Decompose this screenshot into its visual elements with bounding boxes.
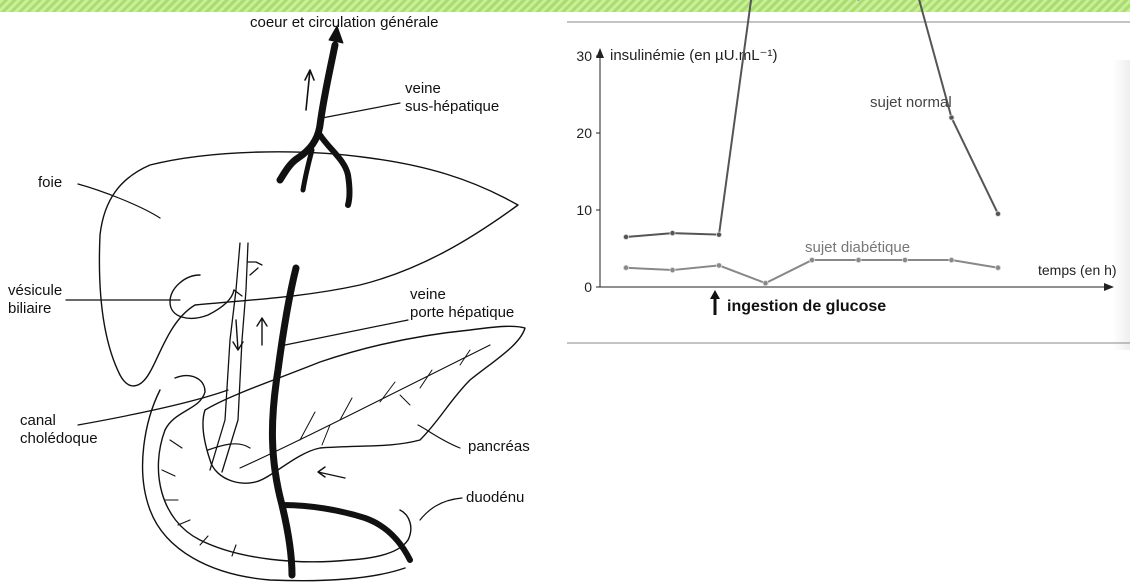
series-point-0 [670,231,675,236]
series-point-0 [623,234,628,239]
y-tick-label: 20 [576,125,592,141]
series-label-0: sujet normal [870,94,952,111]
series-point-1 [670,267,675,272]
series-point-0 [995,211,1000,216]
series-point-1 [995,265,1000,270]
series-point-1 [716,263,721,268]
series-point-1 [809,257,814,262]
series-line-0 [626,0,998,237]
series-point-0 [856,0,861,1]
series-line-1 [626,260,998,283]
series-point-1 [623,265,628,270]
series-point-0 [716,232,721,237]
x-axis-arrow [1104,283,1114,291]
y-tick-label: 0 [584,279,592,295]
y-axis-label: insulinémie (en µU.mL⁻¹) [610,47,777,64]
event-arrow-head [710,290,720,299]
series-point-1 [763,281,768,286]
y-tick-label: 30 [576,48,592,64]
event-label: ingestion de glucose [727,298,886,315]
series-point-1 [902,257,907,262]
series-point-1 [949,257,954,262]
x-axis-label: temps (en h) [1038,262,1117,278]
series-point-0 [949,115,954,120]
series-label-1: sujet diabétique [805,239,910,256]
series-point-1 [856,257,861,262]
y-tick-label: 10 [576,202,592,218]
